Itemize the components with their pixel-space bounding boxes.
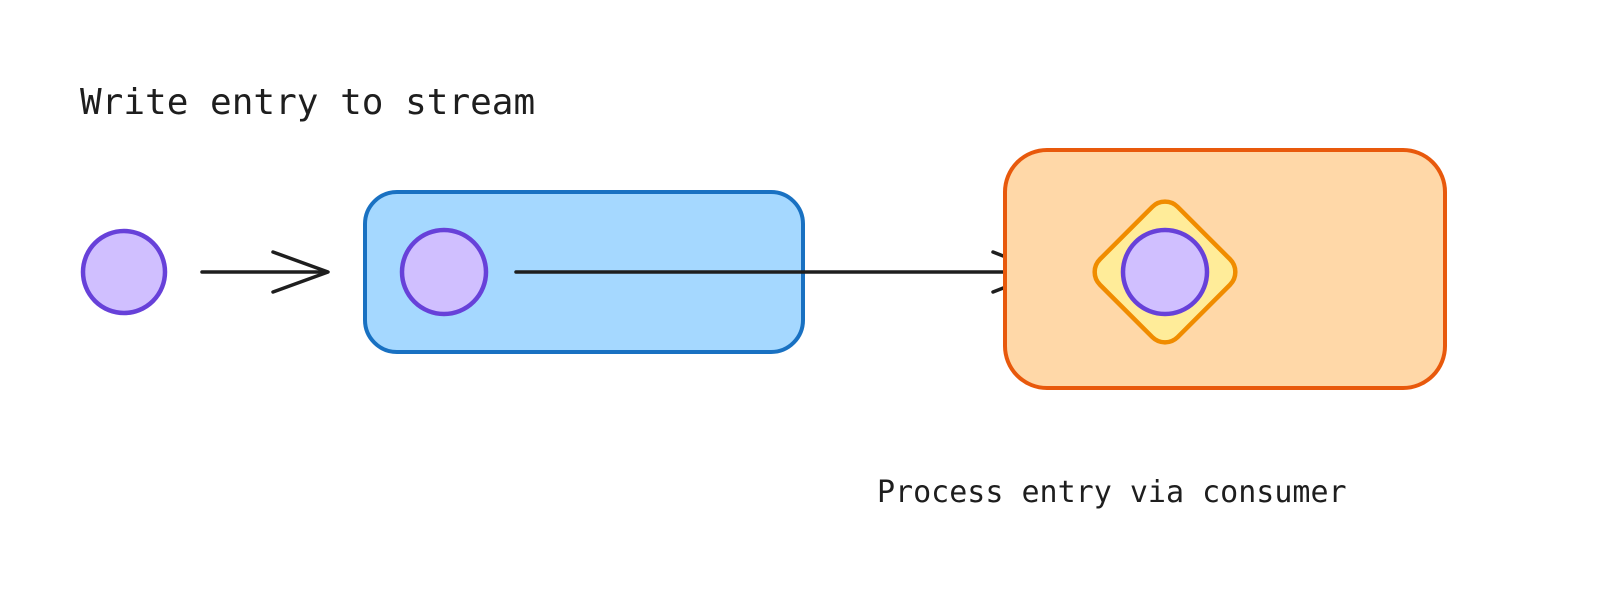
write-entry-label: Write entry to stream [80,82,535,123]
consumer-entry-circle [1120,227,1210,317]
write-arrow-head [271,250,330,294]
entry-circle [80,228,168,316]
stream-entry-circle [399,227,489,317]
write-arrow [200,250,330,294]
process-entry-label: Process entry via consumer [877,475,1347,510]
